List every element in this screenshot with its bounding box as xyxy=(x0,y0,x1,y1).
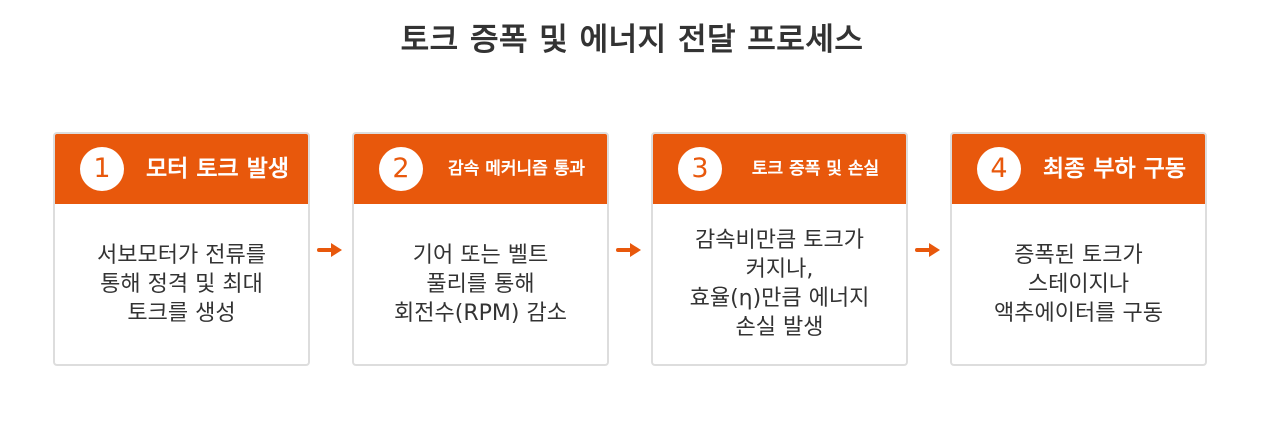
step-header: 3 토크 증폭 및 손실 xyxy=(653,134,906,204)
step-description: 서보모터가 전류를 통해 정격 및 최대 토크를 생성 xyxy=(97,241,266,328)
step-header: 4 최종 부하 구동 xyxy=(952,134,1205,204)
step-title: 최종 부하 구동 xyxy=(1043,156,1186,182)
step-header: 2 감속 메커니즘 통과 xyxy=(354,134,607,204)
step-card-4: 4 최종 부하 구동 증폭된 토크가 스테이지나 액추에이터를 구동 xyxy=(950,132,1207,366)
step-card-3: 3 토크 증폭 및 손실 감속비만큼 토크가 커지나, 효율(η)만큼 에너지 … xyxy=(651,132,908,366)
step-description: 기어 또는 벨트 풀리를 통해 회전수(RPM) 감소 xyxy=(394,241,567,328)
step-number-badge: 4 xyxy=(977,147,1021,191)
step-description-line: 손실 발생 xyxy=(735,315,824,340)
step-number-badge: 3 xyxy=(678,147,722,191)
step-body: 기어 또는 벨트 풀리를 통해 회전수(RPM) 감소 xyxy=(354,204,607,364)
step-description-line: 토크를 생성 xyxy=(127,300,236,326)
step-description-line: 기어 또는 벨트 xyxy=(412,242,549,268)
step-card-1: 1 모터 토크 발생 서보모터가 전류를 통해 정격 및 최대 토크를 생성 xyxy=(53,132,310,366)
step-card-2: 2 감속 메커니즘 통과 기어 또는 벨트 풀리를 통해 회전수(RPM) 감소 xyxy=(352,132,609,366)
step-description-line: 풀리를 통해 xyxy=(426,271,535,297)
step-description-line: 통해 정격 및 최대 xyxy=(100,271,263,297)
step-description-line: 효율(η)만큼 에너지 xyxy=(689,286,870,311)
step-body: 감속비만큼 토크가 커지나, 효율(η)만큼 에너지 손실 발생 xyxy=(653,204,906,364)
step-description-line: 회전수(RPM) 감소 xyxy=(394,300,567,326)
step-description-line: 액추에이터를 구동 xyxy=(994,300,1163,326)
step-description: 감속비만큼 토크가 커지나, 효율(η)만큼 에너지 손실 발생 xyxy=(690,226,870,342)
step-description-line: 감속비만큼 토크가 xyxy=(695,228,864,253)
step-title: 토크 증폭 및 손실 xyxy=(751,159,880,179)
arrow-right-icon xyxy=(317,243,342,257)
step-number-badge: 2 xyxy=(379,147,423,191)
step-body: 서보모터가 전류를 통해 정격 및 최대 토크를 생성 xyxy=(55,204,308,364)
step-title: 모터 토크 발생 xyxy=(146,156,289,182)
step-body: 증폭된 토크가 스테이지나 액추에이터를 구동 xyxy=(952,204,1205,364)
step-description-line: 서보모터가 전류를 xyxy=(97,242,266,268)
step-number-badge: 1 xyxy=(80,147,124,191)
step-description-line: 증폭된 토크가 xyxy=(1014,242,1143,268)
step-description: 증폭된 토크가 스테이지나 액추에이터를 구동 xyxy=(994,241,1163,328)
step-description-line: 커지나, xyxy=(745,257,814,282)
page-title: 토크 증폭 및 에너지 전달 프로세스 xyxy=(400,22,864,58)
step-header: 1 모터 토크 발생 xyxy=(55,134,308,204)
step-title: 감속 메커니즘 통과 xyxy=(448,159,585,179)
arrow-right-icon xyxy=(915,243,940,257)
arrow-right-icon xyxy=(616,243,641,257)
step-description-line: 스테이지나 xyxy=(1027,271,1130,297)
